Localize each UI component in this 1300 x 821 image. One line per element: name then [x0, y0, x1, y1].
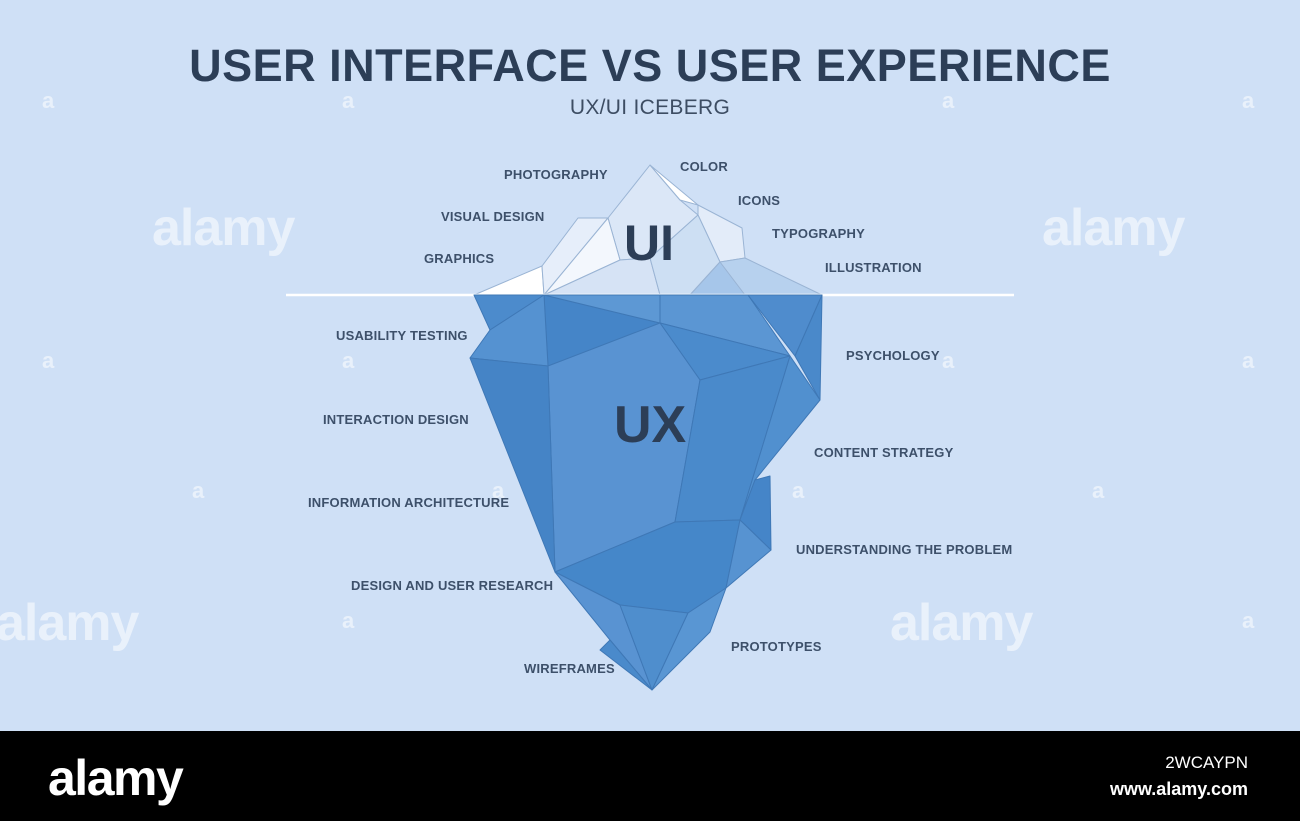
ux-item-design-and-user-research: DESIGN AND USER RESEARCH — [351, 578, 554, 593]
watermark-glyph: a — [942, 348, 955, 373]
watermark-glyph: a — [192, 478, 205, 503]
watermark: alamy — [1042, 199, 1185, 257]
ux-label: UX — [614, 396, 687, 454]
watermark: alamy — [152, 199, 295, 257]
ui-label: UI — [624, 215, 674, 271]
ui-item-graphics: GRAPHICS — [424, 251, 495, 266]
watermark-glyph: a — [1242, 348, 1255, 373]
site-url: www.alamy.com — [1109, 779, 1248, 799]
watermark-glyph: a — [792, 478, 805, 503]
watermark-glyph: a — [342, 348, 355, 373]
watermark-glyph: a — [492, 478, 505, 503]
watermark-glyph: a — [342, 88, 355, 113]
infographic-canvas: USER INTERFACE VS USER EXPERIENCE UX/UI … — [0, 0, 1300, 731]
ux-item-content-strategy: CONTENT STRATEGY — [814, 445, 954, 460]
ux-item-prototypes: PROTOTYPES — [731, 639, 822, 654]
watermark-glyph: a — [42, 348, 55, 373]
ui-item-photography: PHOTOGRAPHY — [504, 167, 608, 182]
page-subtitle: UX/UI ICEBERG — [569, 96, 731, 119]
ux-item-understanding-the-problem: UNDERSTANDING THE PROBLEM — [796, 542, 1013, 557]
ui-item-illustration: ILLUSTRATION — [825, 260, 922, 275]
watermark-glyph: a — [1242, 608, 1255, 633]
ui-item-visual-design: VISUAL DESIGN — [441, 209, 545, 224]
watermark-glyph: a — [42, 88, 55, 113]
ui-item-icons: ICONS — [738, 193, 781, 208]
image-id: 2WCAYPN — [1165, 753, 1248, 772]
ux-item-interaction-design: INTERACTION DESIGN — [323, 412, 469, 427]
watermark-glyph: a — [342, 608, 355, 633]
ux-item-information-architecture: INFORMATION ARCHITECTURE — [308, 495, 510, 510]
iceberg-illustration — [286, 164, 1014, 691]
ux-item-usability-testing: USABILITY TESTING — [336, 328, 468, 343]
iceberg-base — [469, 294, 823, 691]
ui-item-color: COLOR — [680, 159, 728, 174]
ux-item-wireframes: WIREFRAMES — [524, 661, 615, 676]
watermark: alamy — [0, 594, 139, 652]
watermark: alamy — [890, 594, 1033, 652]
watermark-glyph: a — [1242, 88, 1255, 113]
iceberg-tip — [473, 164, 823, 296]
stock-footer-bar: alamy 2WCAYPN www.alamy.com — [0, 731, 1300, 821]
watermark-glyph: a — [1092, 478, 1105, 503]
ui-item-typography: TYPOGRAPHY — [772, 226, 866, 241]
ux-item-psychology: PSYCHOLOGY — [846, 348, 940, 363]
alamy-logo: alamy — [48, 750, 184, 806]
watermark-glyph: a — [942, 88, 955, 113]
page-title: USER INTERFACE VS USER EXPERIENCE — [189, 40, 1111, 91]
